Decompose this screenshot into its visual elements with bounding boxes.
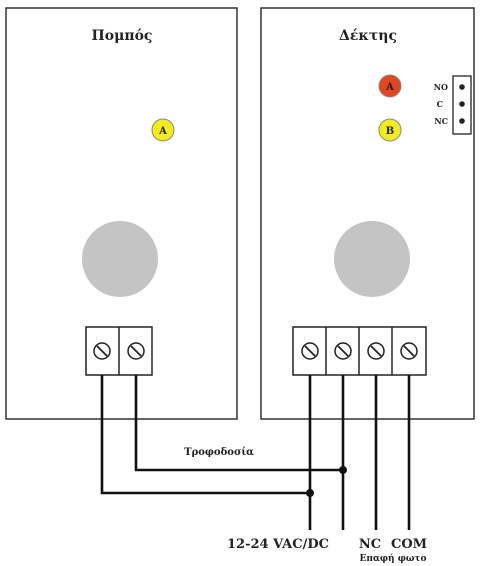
- receiver-led-a: [378, 74, 402, 98]
- wire-transmitter-left: [100, 375, 310, 495]
- transmitter-lens: [82, 221, 158, 297]
- relay-jumper: [452, 75, 472, 135]
- jumper-pin: [459, 118, 465, 124]
- transmitter-terminal-block: [85, 326, 153, 376]
- supply-label: 12-24 VAC/DC: [227, 537, 329, 552]
- com-label: COM: [391, 537, 427, 552]
- junction-dot: [339, 466, 347, 474]
- jumper-pin: [459, 101, 465, 107]
- receiver-title: Δέκτης: [339, 28, 397, 44]
- relay-nc-label: NC: [434, 116, 448, 126]
- terminal-screw: [301, 342, 319, 360]
- terminal-screw: [400, 342, 418, 360]
- nc-label: NC: [359, 537, 381, 552]
- power-label: Τροφοδοσία: [184, 447, 254, 458]
- receiver-terminal-block: [292, 326, 427, 376]
- relay-no-label: NO: [434, 82, 448, 92]
- terminal-screw: [334, 342, 352, 360]
- jumper-pin: [459, 84, 465, 90]
- receiver-led-a-label: A: [385, 82, 394, 93]
- transmitter-title: Πομπός: [92, 28, 153, 44]
- junction-dot: [306, 489, 314, 497]
- receiver-lens: [334, 221, 410, 297]
- terminal-screw: [93, 342, 111, 360]
- terminal-screw: [127, 342, 145, 360]
- transmitter-led-a: [151, 118, 175, 142]
- terminal-screw: [367, 342, 385, 360]
- wires: [100, 375, 411, 530]
- relay-c-label: C: [437, 99, 443, 109]
- transmitter-led-a-label: A: [158, 126, 167, 137]
- receiver-led-b: [378, 118, 402, 142]
- wire-transmitter-right: [134, 375, 343, 472]
- contact-label: Επαφή φωτο: [360, 553, 427, 564]
- receiver-led-b-label: B: [386, 126, 394, 137]
